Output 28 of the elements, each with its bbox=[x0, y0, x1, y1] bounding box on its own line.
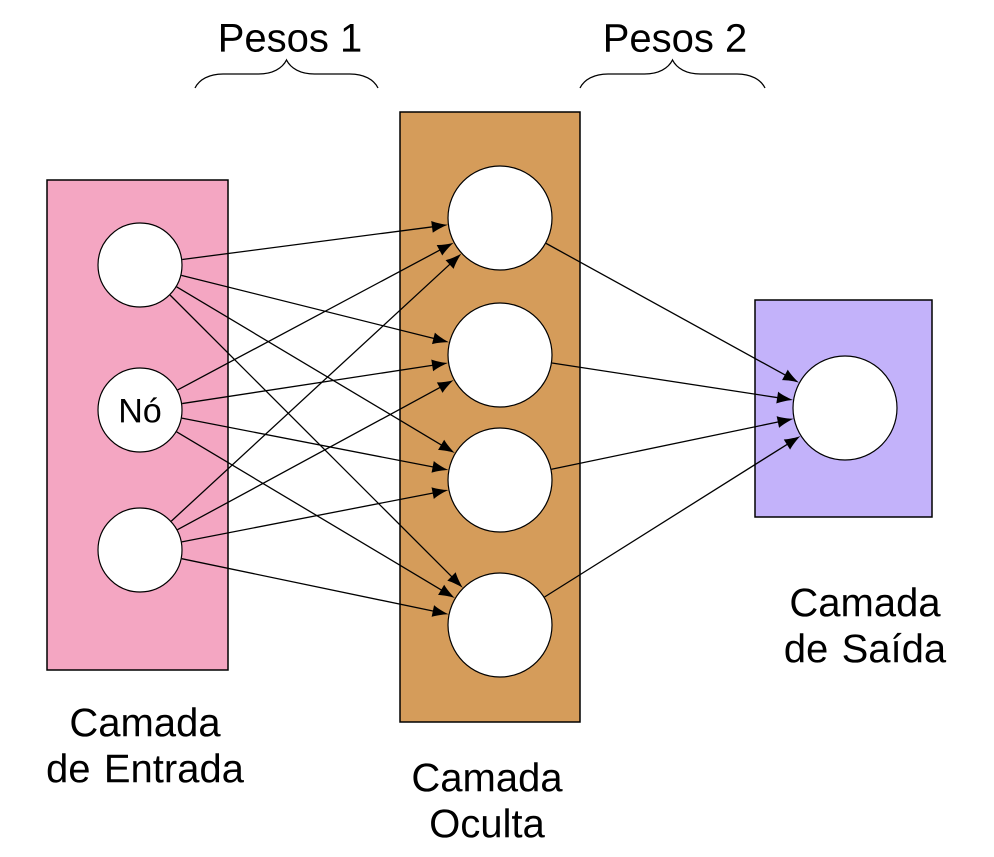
layer-label: Camada de Saída bbox=[786, 587, 946, 663]
node-circle bbox=[447, 572, 553, 678]
node-circle bbox=[447, 427, 553, 533]
arrow bbox=[552, 362, 792, 404]
arrow bbox=[181, 274, 448, 344]
arrow bbox=[182, 221, 446, 260]
arrow bbox=[177, 380, 452, 530]
arrow bbox=[182, 558, 447, 617]
arrow bbox=[182, 488, 446, 542]
arrow bbox=[546, 242, 798, 382]
node-circle bbox=[97, 222, 183, 308]
arrow bbox=[182, 360, 446, 404]
weights-label: Pesos 1 bbox=[221, 24, 360, 52]
arrow bbox=[551, 416, 792, 470]
arrow bbox=[544, 436, 799, 598]
arrow bbox=[170, 294, 462, 587]
arrow bbox=[182, 418, 446, 472]
layer-label: Camada de Entrada bbox=[48, 707, 244, 783]
layer-label: Camada Oculta bbox=[413, 762, 563, 838]
weights-label: Pesos 2 bbox=[606, 24, 746, 52]
arrow bbox=[176, 431, 454, 598]
node-circle bbox=[97, 507, 183, 593]
arrow bbox=[176, 286, 454, 452]
arrow bbox=[170, 254, 460, 522]
node-circle bbox=[447, 302, 553, 408]
arrow bbox=[177, 243, 452, 391]
node-circle bbox=[792, 355, 898, 461]
node-circle bbox=[447, 165, 553, 271]
